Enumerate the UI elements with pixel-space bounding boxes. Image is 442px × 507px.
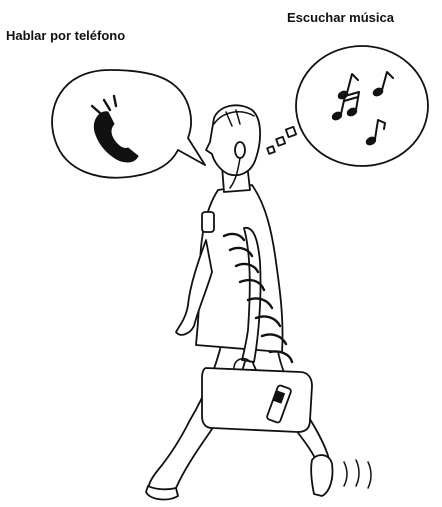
phone-speech-bubble xyxy=(52,70,205,178)
briefcase xyxy=(202,359,312,432)
music-thought-bubble xyxy=(267,46,428,166)
motion-lines xyxy=(344,460,371,488)
walking-person xyxy=(146,105,333,499)
